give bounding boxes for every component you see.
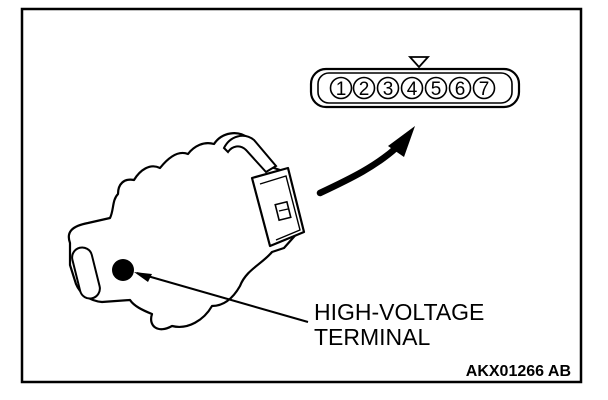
pin-3-label: 3 <box>383 79 394 100</box>
coil-connector-ridge <box>259 175 301 241</box>
callout-line-2: TERMINAL <box>314 324 431 350</box>
pin-6-label: 6 <box>455 79 466 100</box>
pin-2: 2 <box>352 76 376 100</box>
high-voltage-terminal <box>112 259 134 281</box>
pin-4: 4 <box>400 76 424 100</box>
pin-7: 7 <box>472 76 496 100</box>
connector-pins: 1 2 3 4 5 6 7 <box>329 76 496 100</box>
pin-1-label: 1 <box>336 79 347 100</box>
pin-7-label: 7 <box>479 79 490 100</box>
pin-5-label: 5 <box>431 79 442 100</box>
curved-arrow-icon <box>316 126 415 197</box>
pin-5: 5 <box>424 76 448 100</box>
connector-pin-view: 1 2 3 4 5 6 7 <box>309 56 521 109</box>
ignition-coil-body <box>67 132 306 331</box>
connector-latch <box>274 200 292 222</box>
callout-line-1: HIGH-VOLTAGE <box>314 299 484 325</box>
pin-3: 3 <box>376 76 400 100</box>
coil-tab <box>222 134 278 174</box>
reference-code: AKX01266 AB <box>466 363 571 380</box>
pin-6: 6 <box>448 76 472 100</box>
leader-line <box>134 272 309 323</box>
diagram-frame <box>20 7 583 384</box>
pin-2-label: 2 <box>359 79 370 100</box>
triangle-marker-icon <box>407 56 431 69</box>
pin-1: 1 <box>329 76 353 100</box>
mounting-slot <box>71 246 101 300</box>
pin-4-label: 4 <box>407 79 418 100</box>
connector-inner-housing <box>317 72 513 104</box>
